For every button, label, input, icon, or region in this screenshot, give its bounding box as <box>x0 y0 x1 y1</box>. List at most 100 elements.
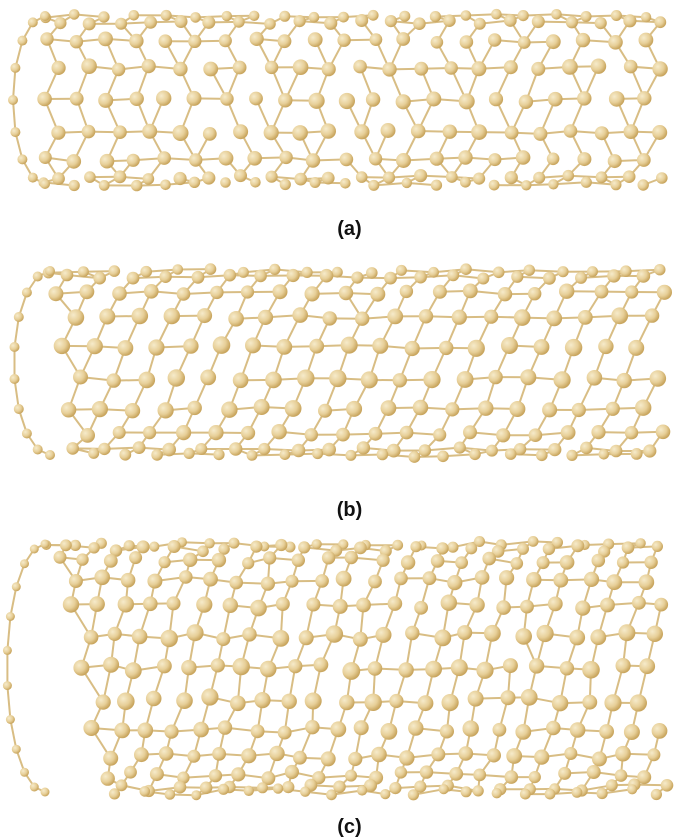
carbon-atom <box>51 60 66 75</box>
carbon-atom <box>368 179 380 191</box>
carbon-atom <box>488 33 502 47</box>
bond <box>373 181 407 187</box>
carbon-atom <box>372 337 389 354</box>
carbon-atom <box>615 745 631 762</box>
carbon-atom <box>164 789 176 800</box>
carbon-atom <box>354 541 367 555</box>
carbon-atom <box>628 339 645 356</box>
carbon-atom <box>520 599 534 614</box>
carbon-atom <box>60 402 77 418</box>
carbon-atom <box>213 449 225 461</box>
carbon-atom <box>431 747 446 762</box>
nanotube-a-atoms <box>8 8 668 192</box>
carbon-atom <box>501 337 518 354</box>
carbon-atom <box>467 690 484 707</box>
carbon-atom <box>623 14 637 28</box>
carbon-atom <box>654 16 667 29</box>
carbon-atom <box>583 571 600 587</box>
carbon-atom <box>66 154 82 169</box>
carbon-atom <box>545 34 561 50</box>
carbon-atom <box>158 556 171 569</box>
carbon-atom <box>160 9 172 21</box>
carbon-atom <box>434 629 452 647</box>
carbon-atom <box>504 770 519 784</box>
carbon-atom <box>173 61 188 77</box>
carbon-atom <box>614 769 628 782</box>
carbon-atom <box>217 783 230 795</box>
carbon-atom <box>357 785 368 796</box>
carbon-atom <box>86 338 103 355</box>
carbon-atom <box>399 425 414 440</box>
carbon-atom <box>249 91 263 106</box>
carbon-atom <box>99 153 115 169</box>
carbon-atom <box>591 425 606 440</box>
carbon-atom <box>20 767 29 777</box>
carbon-atom <box>520 688 538 706</box>
carbon-atom <box>582 661 600 679</box>
carbon-atom <box>137 722 154 739</box>
carbon-atom <box>432 284 447 299</box>
carbon-atom <box>504 448 517 460</box>
carbon-atom <box>488 179 500 191</box>
carbon-atom <box>159 270 172 283</box>
carbon-atom <box>20 559 29 569</box>
carbon-atom <box>228 537 240 549</box>
carbon-atom <box>115 17 128 30</box>
carbon-atom <box>139 786 151 797</box>
carbon-atom <box>93 271 106 285</box>
carbon-atom <box>275 538 288 552</box>
carbon-atom <box>187 749 201 763</box>
carbon-atom <box>292 125 308 141</box>
carbon-atom <box>392 373 407 388</box>
nanotube-panel-a <box>0 0 699 200</box>
carbon-atom <box>547 596 563 612</box>
carbon-atom <box>396 32 411 46</box>
carbon-atom <box>147 573 163 589</box>
carbon-atom <box>99 308 116 325</box>
carbon-atom <box>138 371 156 389</box>
carbon-atom <box>144 284 159 299</box>
carbon-atom <box>17 35 28 46</box>
carbon-atom <box>439 340 454 356</box>
carbon-atom <box>503 14 517 27</box>
nanotube-a-drawing <box>8 8 668 192</box>
carbon-atom <box>291 443 306 458</box>
carbon-atom <box>212 747 227 761</box>
carbon-atom <box>595 171 608 184</box>
carbon-atom <box>528 287 542 301</box>
carbon-atom <box>491 8 502 20</box>
carbon-atom <box>223 268 237 282</box>
carbon-atom <box>123 540 135 552</box>
carbon-atom <box>463 425 477 440</box>
carbon-atom <box>564 747 578 760</box>
carbon-atom <box>264 18 276 30</box>
carbon-atom <box>82 17 96 31</box>
carbon-atom <box>389 782 402 795</box>
carbon-atom <box>625 285 639 299</box>
carbon-atom <box>129 91 144 107</box>
carbon-atom <box>398 662 414 678</box>
carbon-atom <box>89 596 105 612</box>
carbon-atom <box>384 271 397 285</box>
carbon-atom <box>425 660 442 678</box>
carbon-atom <box>143 426 157 440</box>
carbon-atom <box>492 266 505 279</box>
carbon-atom <box>528 771 541 784</box>
carbon-atom <box>203 571 218 587</box>
carbon-atom <box>2 645 12 655</box>
carbon-atom <box>404 340 420 357</box>
carbon-atom <box>447 575 463 591</box>
carbon-atom <box>527 536 539 547</box>
carbon-atom <box>237 266 249 278</box>
carbon-atom <box>400 555 416 570</box>
carbon-atom <box>646 625 663 642</box>
carbon-atom <box>172 125 189 141</box>
carbon-atom <box>455 556 468 569</box>
carbon-atom <box>322 442 337 457</box>
carbon-atom <box>95 694 111 710</box>
carbon-atom <box>117 596 134 613</box>
carbon-atom <box>73 369 88 385</box>
carbon-atom <box>279 10 291 22</box>
carbon-atom <box>553 572 569 588</box>
carbon-atom <box>473 172 486 185</box>
